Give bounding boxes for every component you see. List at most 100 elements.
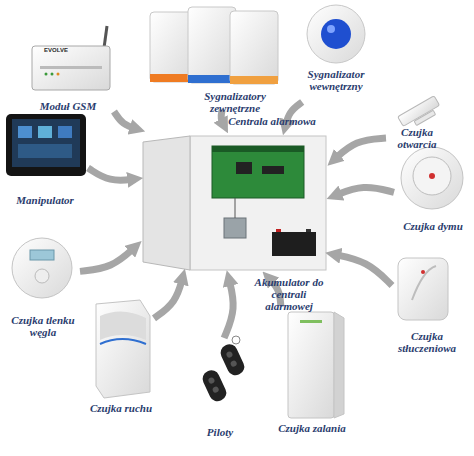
flood-sensor-illustration	[288, 312, 344, 418]
screen-icon	[38, 126, 52, 138]
smoke-detector-illustration	[401, 147, 463, 209]
device-label: Sygnalizatory zewnętrzne	[193, 90, 277, 114]
arrow-connector	[333, 254, 392, 285]
arrow-connector	[114, 112, 138, 130]
router-led	[57, 73, 60, 76]
screen-icon	[58, 126, 72, 138]
key-ring	[232, 336, 240, 344]
sensor-front	[288, 312, 334, 418]
gsm-module-illustration	[32, 26, 110, 90]
remote-button	[212, 386, 220, 394]
siren-light	[230, 76, 278, 84]
router-body	[32, 46, 110, 90]
sensor-side	[334, 312, 344, 418]
device-label: Czujka otwarcia	[386, 126, 448, 150]
screen-icon	[18, 126, 32, 138]
sensor-magnet	[414, 110, 436, 125]
router-led	[51, 73, 54, 76]
arrow-connector	[334, 187, 394, 196]
battery-terminal	[306, 229, 311, 232]
motion-detector-illustration	[96, 300, 150, 398]
glass-break-sensor-illustration	[398, 258, 448, 320]
control-panel-illustration	[143, 136, 326, 270]
siren-body	[188, 7, 236, 83]
device-node: Sygnalizatory zewnętrzne	[148, 4, 282, 110]
arrow-connector	[154, 277, 183, 319]
device-node: Sygnalizator wewnętrzny	[296, 2, 376, 102]
siren-highlight	[327, 25, 335, 33]
detector-stripe	[100, 339, 146, 344]
wire	[235, 198, 236, 218]
screen-panel	[18, 144, 72, 158]
sensor-groove	[412, 266, 436, 300]
device-node: Czujka dymu	[394, 144, 472, 236]
device-label: Manipulator	[2, 194, 88, 206]
detector-body	[96, 300, 150, 398]
remote-body	[200, 368, 229, 404]
keypad-illustration	[6, 114, 86, 176]
remote-button	[207, 377, 215, 385]
chip	[236, 162, 252, 174]
chip	[262, 166, 284, 174]
battery	[272, 232, 316, 256]
battery-terminal	[276, 229, 281, 232]
detector-lens	[100, 311, 146, 340]
device-label: Czujka zalania	[278, 422, 346, 434]
device-node: Manipulator	[2, 108, 88, 208]
indoor-siren-illustration	[307, 5, 365, 63]
device-node: Czujka tlenku węgla	[6, 232, 80, 344]
device-label: Centrala alarmowa	[220, 115, 324, 127]
remote-body	[218, 342, 247, 378]
device-node: Moduł GSM	[22, 38, 114, 116]
device-label: Czujka ruchu	[88, 402, 154, 414]
keypad-frame	[6, 114, 86, 176]
detector-led	[429, 173, 435, 179]
keypad-screen	[12, 119, 80, 167]
device-label: Sygnalizator wewnętrzny	[296, 68, 376, 92]
sensor-led	[421, 270, 425, 274]
remote-button	[225, 351, 233, 359]
outdoor-sirens-illustration	[150, 7, 278, 84]
siren-body	[230, 11, 278, 84]
device-node: Czujka otwarcia	[386, 96, 448, 154]
remote-button	[230, 360, 238, 368]
detector-body	[12, 238, 72, 298]
cabinet-back	[190, 136, 326, 270]
antenna	[104, 26, 107, 48]
arrow-connector	[88, 168, 135, 180]
device-label: Piloty	[190, 426, 250, 438]
arrow-connector	[224, 278, 233, 338]
transformer	[224, 218, 246, 238]
circuit-board	[212, 146, 304, 198]
remotes-illustration	[200, 336, 247, 404]
siren-base	[307, 5, 365, 63]
device-label: Czujka tlenku węgla	[6, 314, 80, 338]
siren-light	[188, 75, 236, 83]
detector-chamber	[413, 157, 451, 195]
detector-base	[401, 147, 463, 209]
sensor-leds	[300, 320, 322, 323]
router-led	[45, 73, 48, 76]
terminal-strip	[212, 146, 304, 152]
device-label: Akumulator do centrali alarmowej	[251, 276, 327, 312]
device-node: Czujka stłuczeniowa	[392, 252, 462, 356]
co-detector-illustration	[12, 238, 72, 298]
detector-display	[30, 250, 54, 260]
sensor-body	[398, 258, 448, 320]
device-node: Czujka ruchu	[88, 296, 154, 436]
detector-grille	[35, 269, 49, 283]
brand-label: EVOLVE	[44, 47, 68, 54]
device-node: Czujka zalania	[278, 306, 346, 446]
siren-dome	[321, 19, 351, 49]
sensor-body	[398, 96, 440, 127]
device-node: Centrala alarmowaAkumulator do centrali …	[143, 134, 326, 270]
device-label: Moduł GSM	[22, 100, 114, 112]
arrow-connector	[80, 246, 136, 271]
arrow-connector	[333, 138, 386, 160]
device-label: Czujka stłuczeniowa	[392, 330, 462, 354]
device-node: Piloty	[190, 338, 250, 444]
cabinet-door	[143, 136, 190, 270]
